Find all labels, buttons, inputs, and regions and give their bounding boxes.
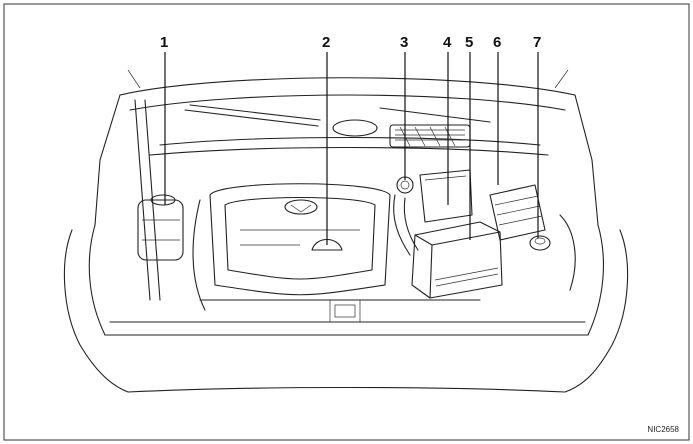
callout-5: 5 — [465, 34, 474, 51]
callout-3: 3 — [400, 34, 409, 51]
cowl-and-wipers — [149, 104, 549, 156]
border — [3, 3, 690, 441]
callout-2: 2 — [322, 34, 331, 51]
callout-4: 4 — [443, 34, 452, 51]
reservoir-left — [134, 99, 184, 301]
body-outline — [63, 69, 629, 393]
callout-1: 1 — [160, 34, 169, 51]
engine-cover — [209, 183, 391, 296]
lower-details — [192, 199, 481, 322]
leader-lines — [164, 52, 539, 245]
callout-6: 6 — [493, 34, 502, 51]
components-6-7 — [489, 184, 576, 291]
figure-code: NIC2658 — [647, 425, 679, 434]
component-4 — [419, 169, 473, 223]
component-3 — [393, 176, 419, 256]
callout-7: 7 — [533, 34, 542, 51]
component-5 — [411, 221, 503, 299]
